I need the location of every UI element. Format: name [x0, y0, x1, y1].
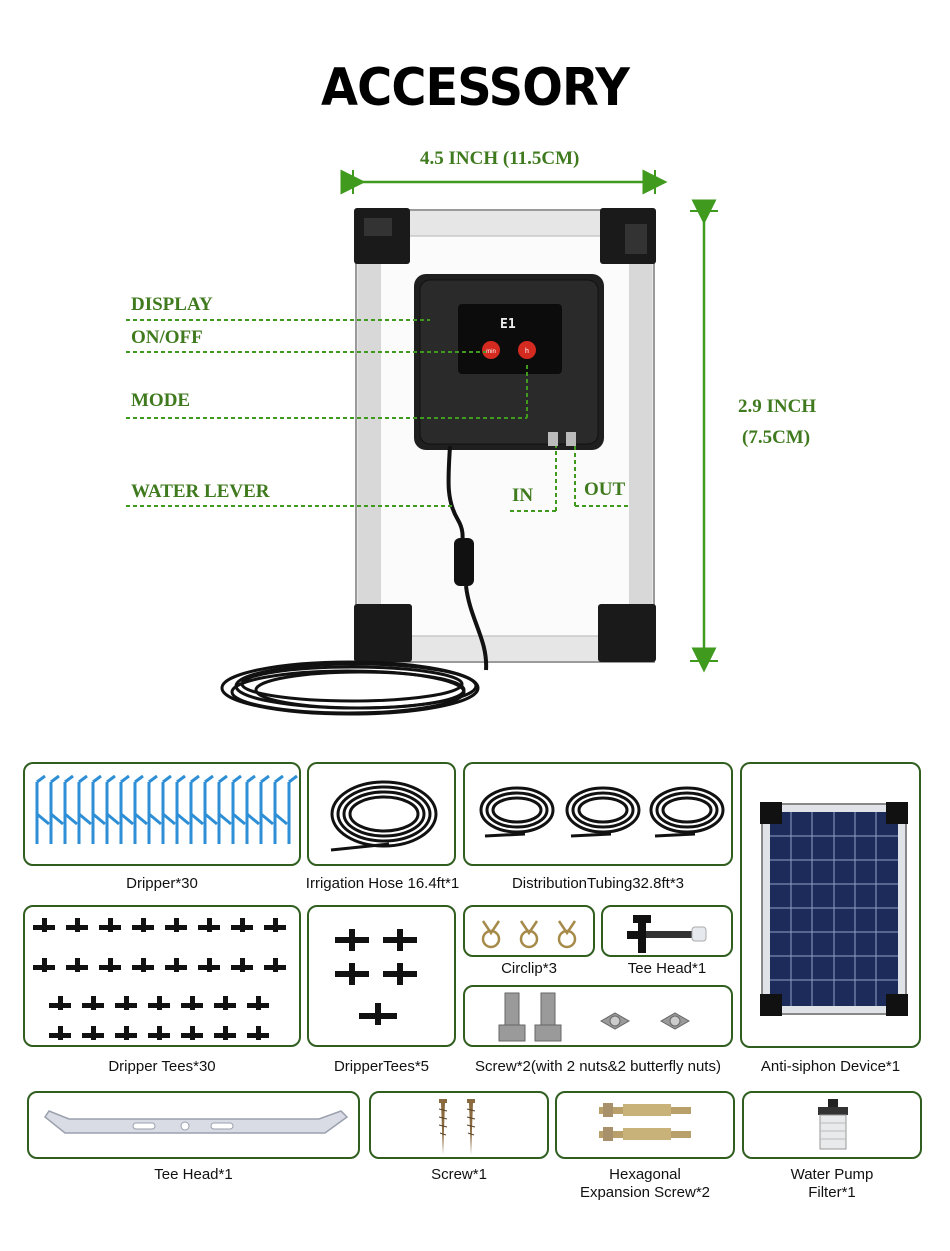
tee-piece — [214, 1026, 236, 1040]
callout-display: DISPLAY — [131, 294, 213, 315]
tee-piece — [66, 918, 88, 932]
tee-piece — [82, 996, 104, 1010]
product-diagram: E1 min h — [126, 169, 718, 716]
min-button — [482, 341, 500, 359]
caption-anti-siphon: Anti-siphon Device*1 — [760, 1058, 901, 1075]
bracket-icon — [43, 1110, 349, 1134]
callout-water-lever: WATER LEVER — [131, 481, 270, 502]
hose-coil-icon — [330, 780, 438, 852]
tee-piece — [49, 996, 71, 1010]
caption-dripper: Dripper*30 — [126, 875, 198, 892]
tee-piece — [231, 958, 253, 972]
dripper-icon — [35, 774, 298, 844]
tee-piece — [148, 996, 170, 1010]
h-button — [518, 341, 536, 359]
expansion-screw-icon — [599, 1103, 691, 1141]
tee-piece — [214, 996, 236, 1010]
caption-dripper-tees-5: DripperTees*5 — [333, 1058, 430, 1075]
tee-piece — [99, 918, 121, 932]
filter-icon — [818, 1099, 848, 1150]
item-tee-head-small-card — [601, 905, 733, 957]
height-label-line1: 2.9 INCH — [738, 396, 817, 417]
callout-lines — [126, 319, 630, 512]
tee-piece — [115, 1026, 137, 1040]
caption-irrigation-hose: Irrigation Hose 16.4ft*1 — [305, 875, 460, 892]
item-tee-head-bracket-card — [27, 1091, 360, 1159]
callout-out: OUT — [584, 479, 626, 500]
circlip-icon — [481, 920, 577, 949]
caption-distribution-tubing: DistributionTubing32.8ft*3 — [511, 875, 685, 892]
solar-panel-icon — [760, 802, 908, 1016]
tee-piece — [33, 958, 55, 972]
item-screw-card — [369, 1091, 549, 1159]
item-hex-expansion-screw-card — [555, 1091, 735, 1159]
tees-small-icon — [335, 929, 417, 1025]
caption-filter-line1: Water Pump — [790, 1166, 874, 1183]
svg-text:min: min — [486, 349, 496, 355]
caption-screw-nuts: Screw*2(with 2 nuts&2 butterfly nuts) — [475, 1058, 721, 1075]
controller-box: E1 min h — [414, 274, 604, 450]
tee-piece — [148, 1026, 170, 1040]
display-readout: E1 — [500, 317, 516, 332]
caption-filter-line2: Filter*1 — [808, 1184, 856, 1201]
bolt-nut-icon — [498, 992, 691, 1042]
item-circlip-card — [463, 905, 595, 957]
item-dripper-tees-30-card — [23, 905, 301, 1047]
caption-circlip: Circlip*3 — [501, 960, 557, 977]
item-filter-card — [742, 1091, 922, 1159]
tee-piece — [198, 918, 220, 932]
wood-screw-icon — [438, 1099, 476, 1155]
height-dimension — [690, 199, 718, 673]
tee-piece — [181, 996, 203, 1010]
page-title: ACCESSORY — [321, 58, 630, 118]
tee-piece — [165, 918, 187, 932]
caption-tee-head-small: Tee Head*1 — [627, 960, 707, 977]
tee-piece — [82, 1026, 104, 1040]
tee-piece — [247, 996, 269, 1010]
callout-mode: MODE — [131, 390, 191, 411]
tee-piece — [33, 918, 55, 932]
item-irrigation-hose-card — [307, 762, 456, 866]
tee-piece — [132, 958, 154, 972]
tee-piece — [264, 918, 286, 932]
tubing-coils-icon — [479, 786, 725, 838]
tee-piece — [198, 958, 220, 972]
tee-piece — [99, 958, 121, 972]
item-anti-siphon-card — [740, 762, 921, 1048]
caption-hex-line1: Hexagonal — [609, 1166, 681, 1183]
tee-piece — [264, 958, 286, 972]
svg-text:h: h — [525, 348, 529, 355]
tee-piece — [49, 1026, 71, 1040]
caption-hex-line2: Expansion Screw*2 — [579, 1184, 711, 1201]
tee-piece — [66, 958, 88, 972]
item-distribution-tubing-card — [463, 762, 733, 866]
tee-piece — [132, 918, 154, 932]
tee-piece — [231, 918, 253, 932]
tee-piece — [181, 1026, 203, 1040]
item-screw-nuts-card — [463, 985, 733, 1047]
tee-piece — [115, 996, 137, 1010]
tees-grid-icon — [33, 918, 286, 1040]
caption-dripper-tees-30: Dripper Tees*30 — [108, 1058, 216, 1075]
width-dimension — [340, 169, 668, 195]
callout-in: IN — [512, 485, 534, 506]
tee-piece — [165, 958, 187, 972]
tee-piece — [247, 1026, 269, 1040]
tee-head-icon — [627, 915, 707, 953]
callout-on-off: ON/OFF — [131, 327, 203, 348]
water-level-cable — [220, 445, 489, 716]
item-dripper-card — [23, 762, 301, 866]
width-label: 4.5 INCH (11.5CM) — [420, 148, 580, 169]
item-dripper-tees-5-card — [307, 905, 456, 1047]
caption-tee-head-bracket: Tee Head*1 — [154, 1166, 233, 1183]
height-label-line2: (7.5CM) — [742, 427, 811, 448]
caption-screw: Screw*1 — [431, 1166, 487, 1183]
